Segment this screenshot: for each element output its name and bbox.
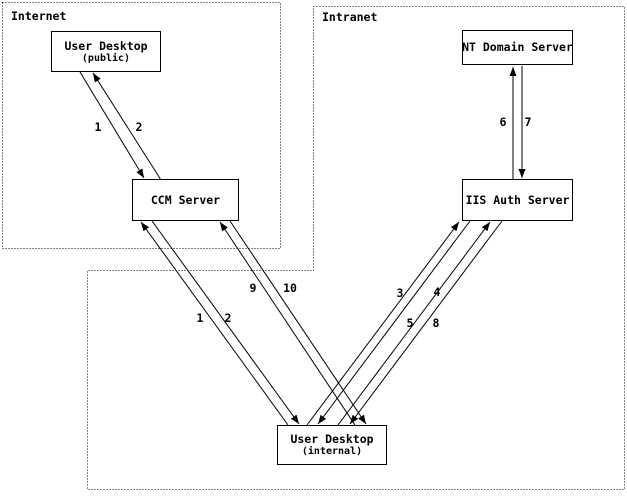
arrow-8-iis-to-internal (349, 220, 503, 425)
node-label: CCM Server (150, 192, 221, 207)
node-label: User Desktop (290, 432, 374, 446)
internet-region-outline (2, 2, 281, 249)
arrow-label-10: 10 (283, 281, 297, 295)
arrow-2-ccm-to-internal (151, 220, 300, 425)
intranet-region-label: Intranet (322, 10, 378, 24)
arrow-label-7: 7 (524, 115, 532, 129)
node-nt-domain-server: NT Domain Server (462, 30, 573, 65)
node-user-desktop-public: User Desktop (public) (51, 31, 161, 72)
arrow-1-internal-to-ccm (140, 221, 289, 426)
arrow-4-iis-to-internal (317, 220, 471, 425)
node-iis-auth-server: IIS Auth Server (462, 179, 573, 221)
node-sublabel: (internal) (301, 446, 363, 457)
arrow-label-8: 8 (432, 316, 440, 330)
arrow-2-ccm-to-public (92, 72, 162, 181)
node-label: User Desktop (64, 38, 148, 53)
node-user-desktop-internal: User Desktop (internal) (277, 425, 387, 465)
arrow-1-public-to-ccm (79, 71, 145, 179)
arrow-5-internal-to-iis (337, 221, 491, 426)
arrow-label-3: 3 (396, 286, 404, 300)
node-sublabel: (public) (81, 52, 131, 64)
node-ccm-server: CCM Server (132, 179, 239, 221)
node-label: IIS Auth Server (465, 192, 570, 207)
arrow-label-4: 4 (433, 285, 441, 299)
arrow-label-9: 9 (249, 281, 257, 295)
arrow-9-internal-to-ccm (219, 221, 356, 426)
arrow-10-ccm-to-internal (229, 220, 367, 425)
intranet-region-outline (87, 6, 625, 490)
arrow-label-6: 6 (499, 115, 507, 129)
internet-region-label: Internet (11, 9, 67, 23)
arrow-label-5: 5 (406, 316, 414, 330)
arrow-label-1-public: 1 (94, 120, 102, 134)
arrow-label-2-public: 2 (135, 120, 143, 134)
node-label: NT Domain Server (462, 40, 573, 54)
arrow-label-2-internal: 2 (224, 311, 232, 325)
arrow-3-internal-to-iis (306, 221, 460, 426)
arrow-label-1-internal: 1 (196, 311, 204, 325)
